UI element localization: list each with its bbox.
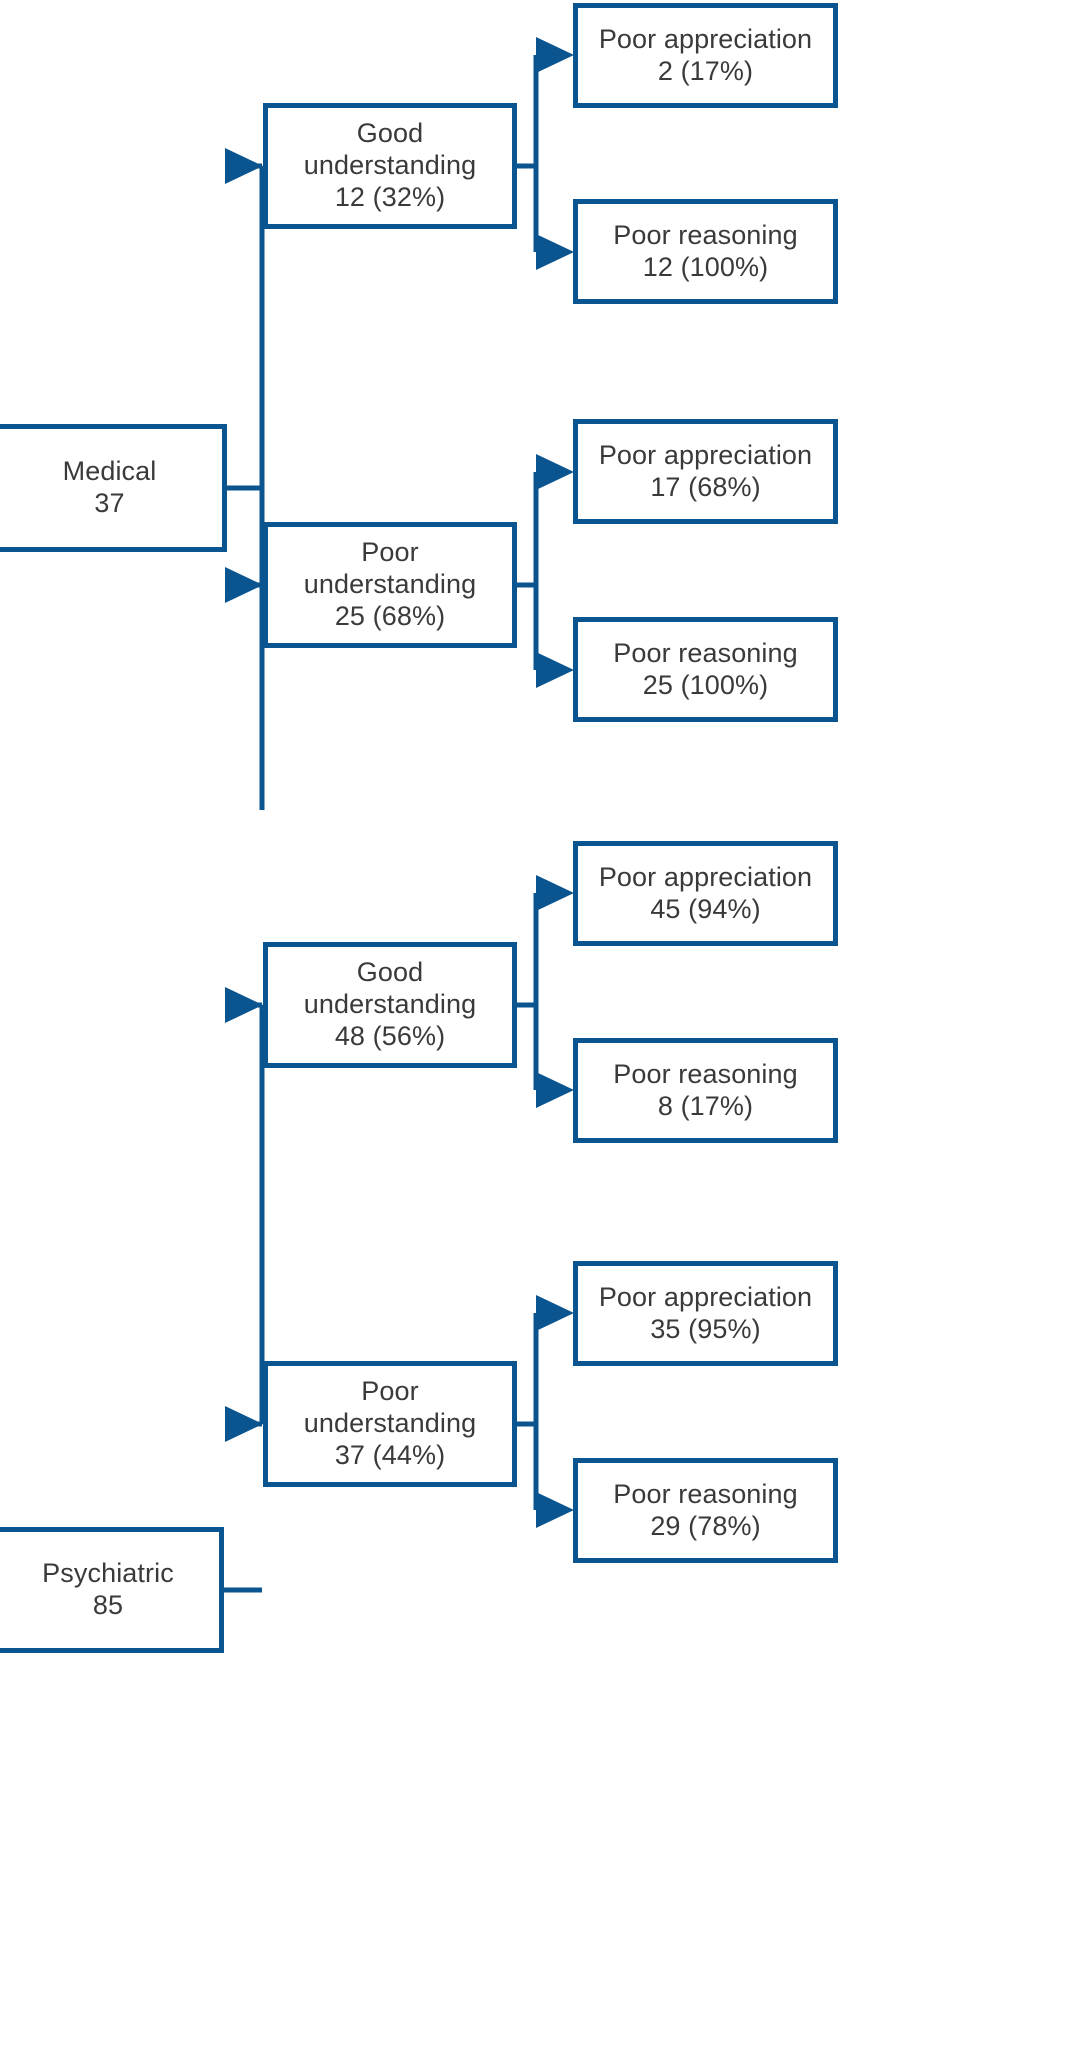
node-value: 8 (17%) — [657, 1090, 754, 1121]
node-medical-root[interactable]: Medical 37 — [0, 424, 227, 552]
arrowhead-psych-good-icon — [225, 987, 263, 1023]
node-value: 35 (95%) — [650, 1313, 761, 1344]
node-psychiatric-poor-understanding[interactable]: Poor understanding 37 (44%) — [263, 1361, 517, 1487]
node-value: 45 (94%) — [650, 893, 761, 924]
node-label-line1: Good — [356, 118, 424, 149]
node-value: 85 — [92, 1590, 124, 1620]
node-label: Poor appreciation — [598, 23, 813, 54]
arrowhead-mpoor-rea-icon — [536, 652, 574, 688]
node-psychiatric-poor-poor-reasoning[interactable]: Poor reasoning 29 (78%) — [573, 1458, 838, 1563]
node-label-line1: Poor — [361, 1376, 419, 1407]
node-value: 25 (100%) — [642, 669, 769, 700]
node-psychiatric-good-poor-reasoning[interactable]: Poor reasoning 8 (17%) — [573, 1038, 838, 1143]
node-label: Poor reasoning — [613, 1058, 798, 1089]
node-psychiatric-good-poor-appreciation[interactable]: Poor appreciation 45 (94%) — [573, 841, 838, 946]
node-value: 12 (100%) — [642, 251, 769, 282]
node-label: Poor appreciation — [598, 439, 813, 470]
node-psychiatric-root[interactable]: Psychiatric 85 — [0, 1527, 224, 1653]
node-value: 37 — [94, 488, 125, 518]
node-label: Medical — [62, 456, 157, 487]
node-value: 29 (78%) — [650, 1510, 761, 1541]
node-label: Poor appreciation — [598, 1281, 813, 1312]
node-value: 48 (56%) — [334, 1020, 446, 1051]
node-psychiatric-good-understanding[interactable]: Good understanding 48 (56%) — [263, 942, 517, 1068]
arrowhead-pgood-rea-icon — [536, 1072, 574, 1108]
node-label: Poor reasoning — [613, 219, 798, 250]
node-label-line2: understanding — [303, 569, 477, 600]
node-value: 12 (32%) — [334, 181, 446, 212]
arrowhead-ppoor-app-icon — [536, 1295, 574, 1331]
node-value: 37 (44%) — [334, 1439, 446, 1470]
node-label-line2: understanding — [303, 1408, 477, 1439]
node-label: Poor reasoning — [613, 637, 798, 668]
arrowhead-mgood-rea-icon — [536, 234, 574, 270]
node-value: 17 (68%) — [650, 471, 761, 502]
node-label: Psychiatric — [42, 1558, 174, 1589]
node-psychiatric-poor-poor-appreciation[interactable]: Poor appreciation 35 (95%) — [573, 1261, 838, 1366]
arrowhead-mgood-app-icon — [536, 37, 574, 73]
node-label: Poor reasoning — [613, 1478, 798, 1509]
node-medical-poor-understanding[interactable]: Poor understanding 25 (68%) — [263, 522, 517, 648]
arrowhead-pgood-app-icon — [536, 875, 574, 911]
node-label: Poor appreciation — [598, 861, 813, 892]
node-label-line2: understanding — [303, 150, 477, 181]
node-label-line2: understanding — [303, 989, 477, 1020]
node-medical-good-poor-reasoning[interactable]: Poor reasoning 12 (100%) — [573, 199, 838, 304]
node-medical-good-understanding[interactable]: Good understanding 12 (32%) — [263, 103, 517, 229]
arrowhead-psych-poor-icon — [225, 1406, 263, 1442]
node-medical-good-poor-appreciation[interactable]: Poor appreciation 2 (17%) — [573, 3, 838, 108]
node-medical-poor-poor-reasoning[interactable]: Poor reasoning 25 (100%) — [573, 617, 838, 722]
arrowhead-medical-good-icon — [225, 148, 263, 184]
node-value: 2 (17%) — [657, 55, 754, 86]
arrowhead-medical-poor-icon — [225, 567, 263, 603]
node-medical-poor-poor-appreciation[interactable]: Poor appreciation 17 (68%) — [573, 419, 838, 524]
arrowhead-mpoor-app-icon — [536, 454, 574, 490]
node-label-line1: Good — [356, 957, 424, 988]
node-value: 25 (68%) — [334, 600, 446, 631]
node-label-line1: Poor — [361, 537, 419, 568]
arrowhead-ppoor-rea-icon — [536, 1492, 574, 1528]
